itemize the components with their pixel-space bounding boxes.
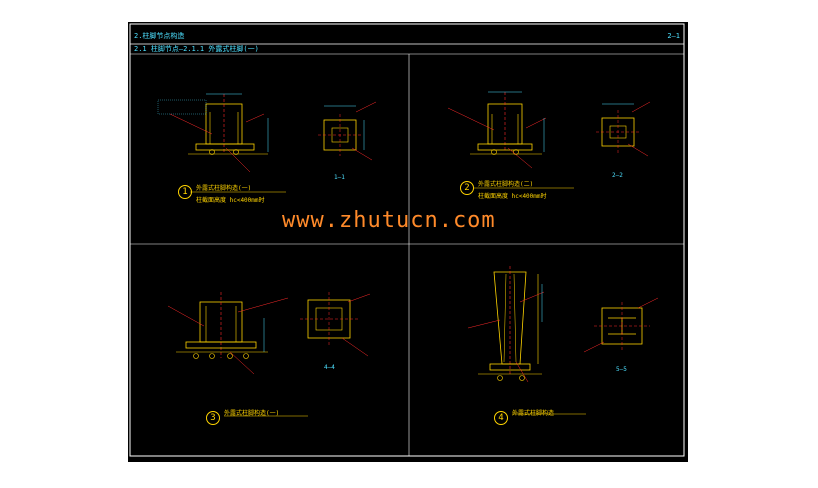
drawing-sheet: 2.柱脚节点构造 2—1 2.1 柱脚节点—2.1.1 外露式柱脚(一) 1 外…	[128, 22, 688, 462]
panel-1-note: 柱截面高度 hc<400mm时	[196, 197, 265, 204]
sheet-border	[129, 23, 685, 457]
sheet-number: 2—1	[667, 32, 680, 40]
panel-3-caption: 外露式柱脚构造(一)	[224, 410, 280, 417]
panel-2-note: 柱截面高度 hc<400mm时	[478, 193, 547, 200]
panel-4-section-plan	[583, 297, 659, 353]
panel-2-elevation	[447, 91, 547, 169]
panel-3-section-plan	[300, 292, 371, 357]
sheet-title: 2.柱脚节点构造	[134, 32, 185, 40]
panel-2-number: 2	[460, 181, 474, 195]
panel-1-caption: 外露式柱脚构造(一)	[196, 185, 252, 192]
drawing-canvas	[129, 23, 685, 457]
panel-1-section-label: 1—1	[334, 174, 345, 181]
panel-3-section-label: 4—4	[324, 364, 335, 371]
panel-2-caption: 外露式柱脚构造(二)	[478, 181, 534, 188]
panel-4-caption: 外露式柱脚构造	[512, 410, 555, 417]
panel-1-elevation	[157, 93, 269, 173]
panel-1-number: 1	[178, 185, 192, 199]
panel-4-section-label: 5—5	[616, 366, 627, 373]
watermark-text: www.zhutucn.com	[282, 208, 496, 233]
panel-1-section-plan	[318, 101, 377, 161]
panel-2-section-label: 2—2	[612, 172, 623, 179]
panel-3-number: 3	[206, 411, 220, 425]
panel-3-elevation	[167, 292, 289, 375]
panel-4-number: 4	[494, 411, 508, 425]
sheet-subtitle: 2.1 柱脚节点—2.1.1 外露式柱脚(一)	[134, 45, 259, 53]
panel-2-section-plan	[596, 101, 651, 157]
panel-4-elevation	[467, 266, 545, 383]
